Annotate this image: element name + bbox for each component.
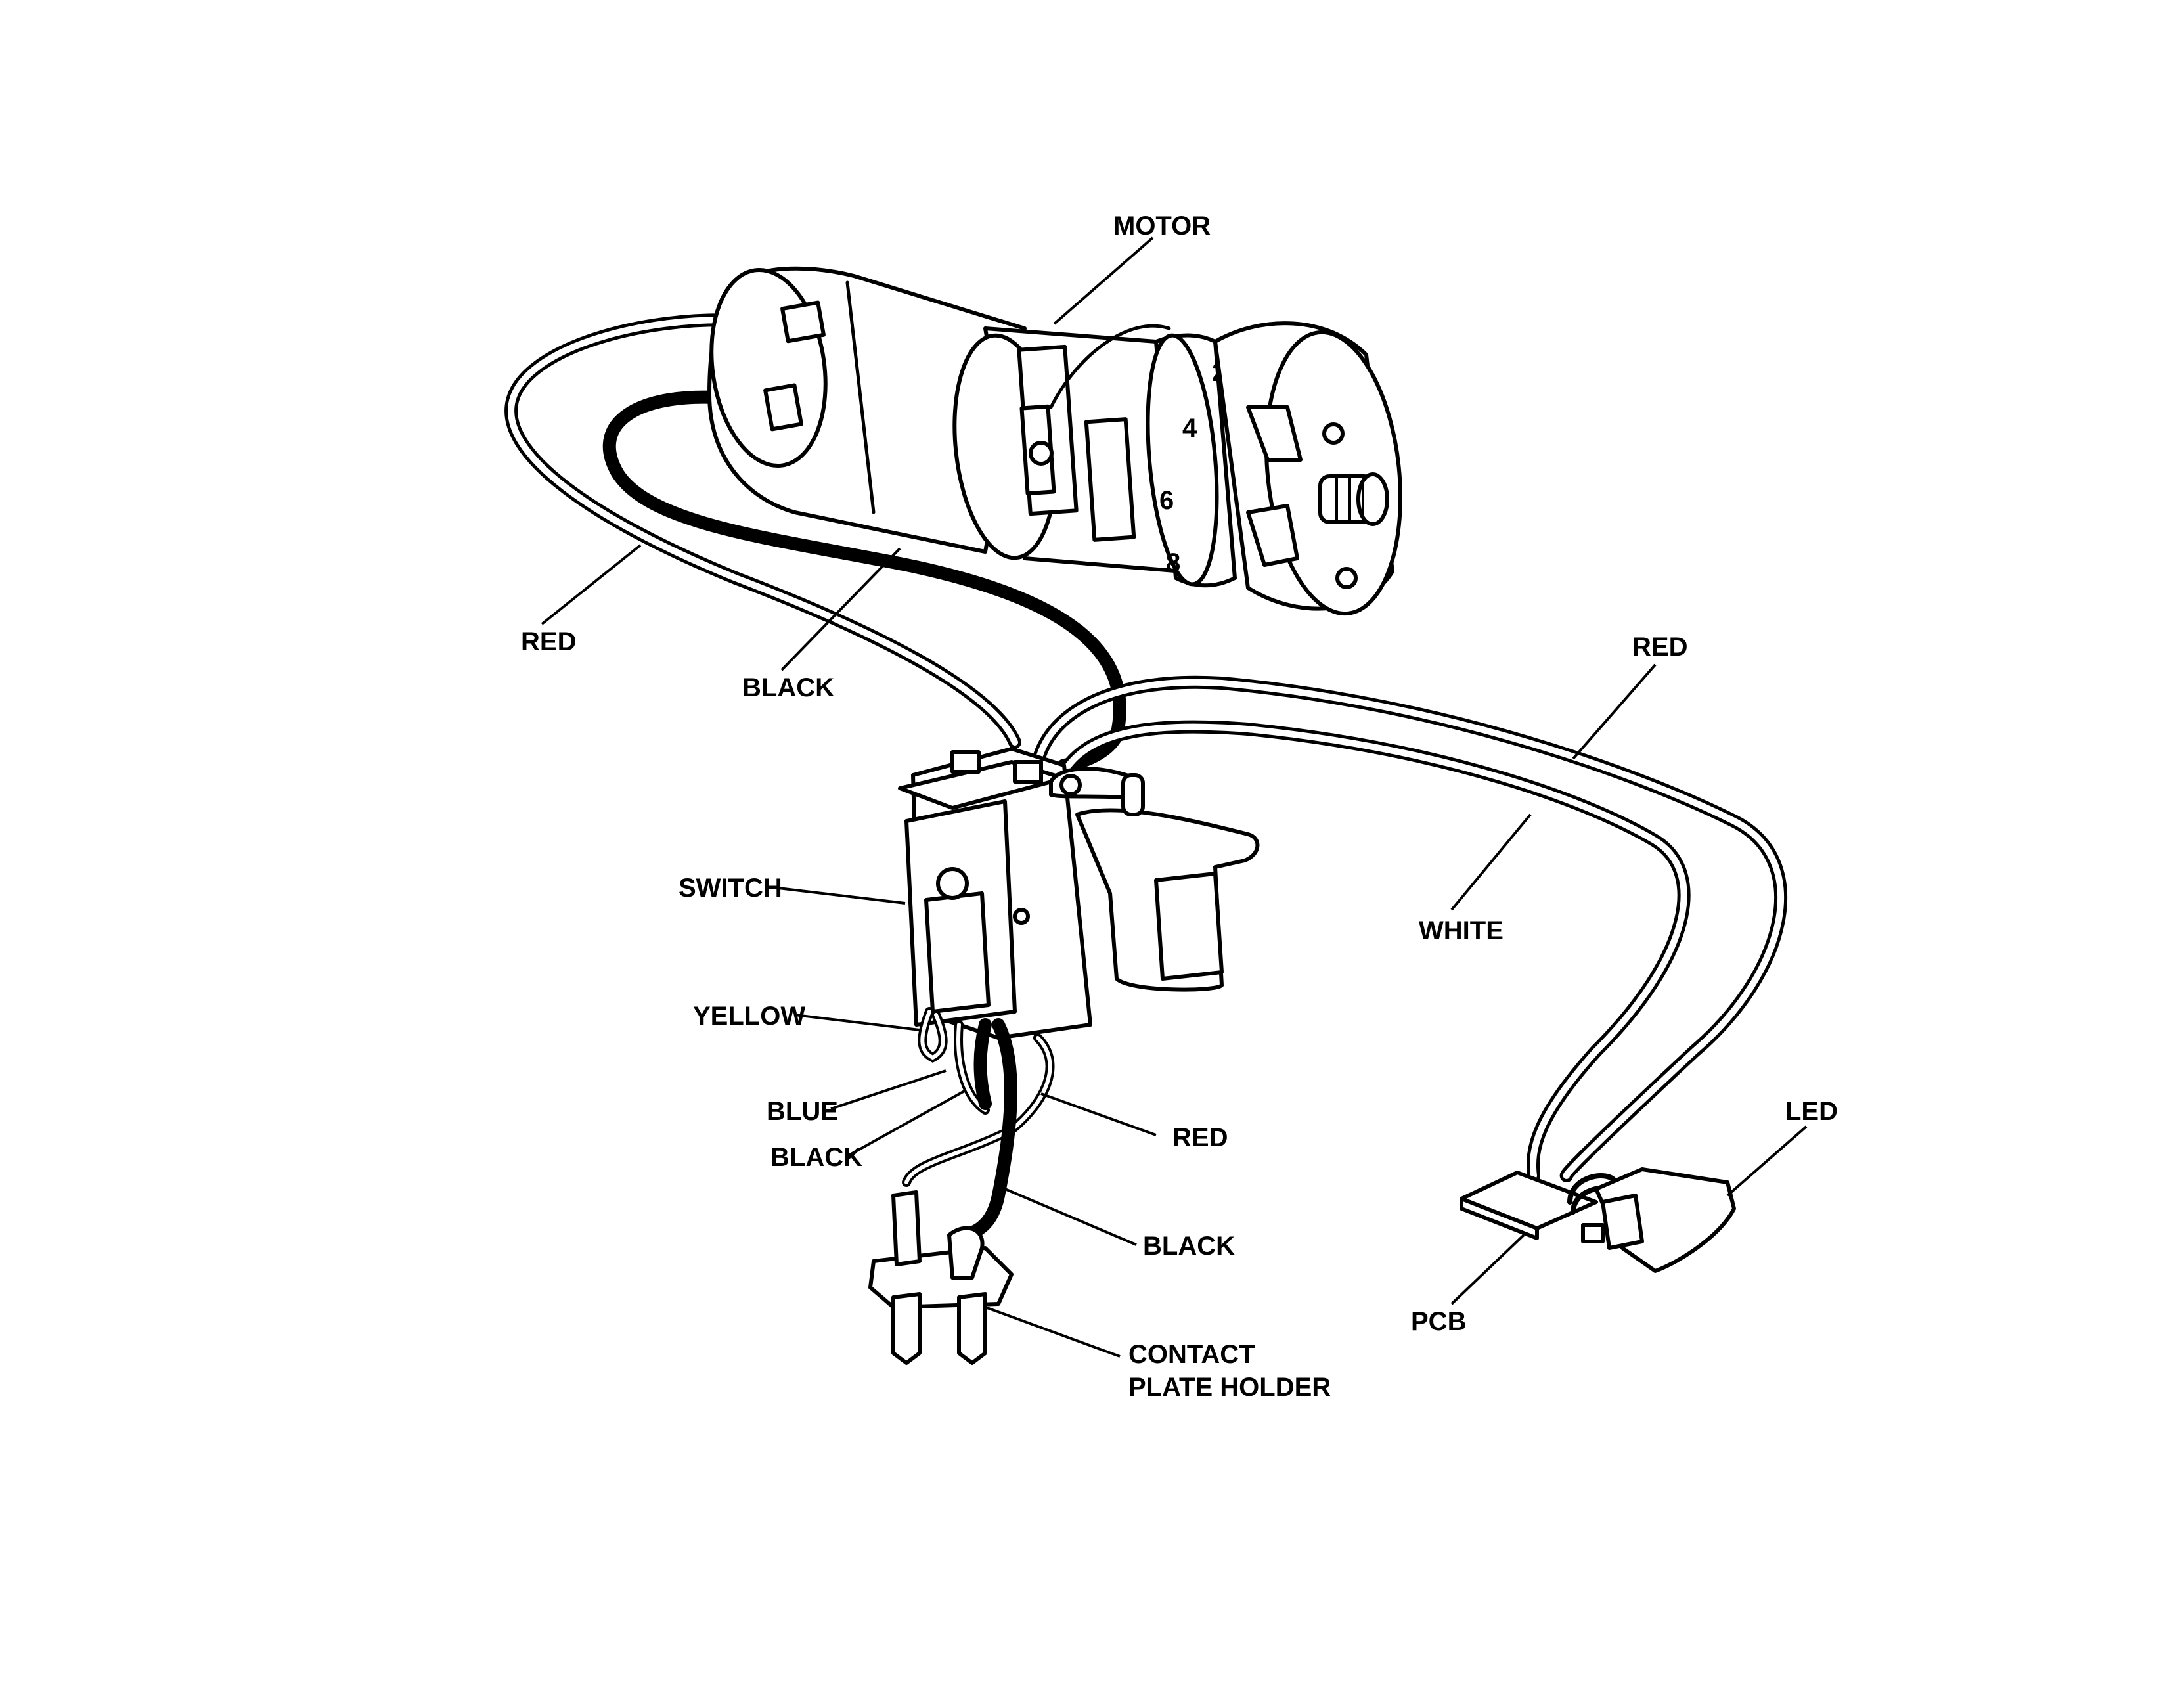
pcb-led-assembly <box>1460 1167 1736 1273</box>
label-yellow: YELLOW <box>693 1002 805 1031</box>
callout-labels: MOTOR RED BLACK RED WHITE SWITCH YELLOW … <box>521 212 1838 1402</box>
contact-plate-holder <box>868 1190 1014 1365</box>
motor-assembly: 2 4 6 8 <box>707 266 1402 616</box>
label-pcb: PCB <box>1411 1307 1466 1336</box>
dial-number-6: 6 <box>1159 486 1174 515</box>
wire-white <box>1058 720 1691 1182</box>
dial-number-4: 4 <box>1182 414 1197 443</box>
label-black-mid: BLACK <box>770 1143 862 1172</box>
label-plate-holder: PLATE HOLDER <box>1128 1373 1331 1402</box>
label-red-left: RED <box>521 627 576 656</box>
label-switch: SWITCH <box>679 874 782 903</box>
label-led: LED <box>1785 1097 1838 1126</box>
wire-red-right <box>1031 675 1787 1182</box>
label-blue: BLUE <box>767 1097 838 1126</box>
label-black-bottom: BLACK <box>1143 1232 1235 1261</box>
label-white: WHITE <box>1419 916 1504 945</box>
label-contact: CONTACT <box>1128 1340 1255 1369</box>
dial-number-8: 8 <box>1166 548 1180 577</box>
wire-red-left <box>504 313 1021 749</box>
switch-assembly <box>898 747 1260 1040</box>
leader-lines <box>541 236 1808 1358</box>
label-black-top: BLACK <box>742 673 834 702</box>
label-red-right: RED <box>1632 633 1687 661</box>
label-motor: MOTOR <box>1113 212 1211 240</box>
switch-lower-wires <box>902 1007 1055 1241</box>
label-red-bottom: RED <box>1172 1123 1228 1152</box>
